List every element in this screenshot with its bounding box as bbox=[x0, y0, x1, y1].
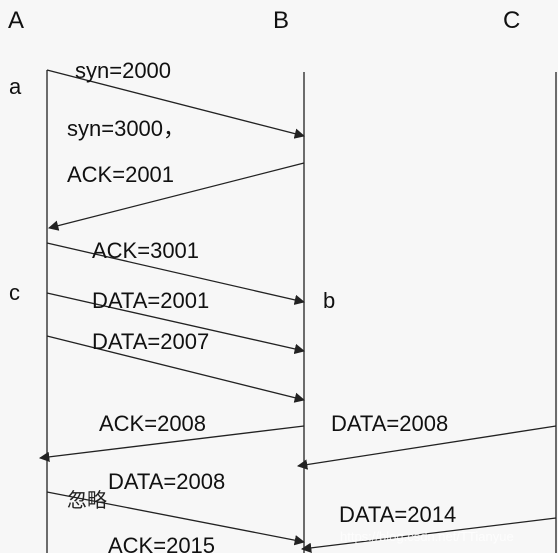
arrow-data-2001 bbox=[46, 292, 306, 355]
label-data-2007: DATA=2007 bbox=[92, 329, 209, 354]
arrow-data-2007 bbox=[46, 335, 306, 403]
host-a-label: A bbox=[8, 7, 24, 34]
arrow-ack-3001 bbox=[46, 242, 306, 305]
arrow-c-data-2014 bbox=[300, 517, 557, 553]
arrow-syn-2000 bbox=[46, 69, 306, 139]
label-data-2001: DATA=2001 bbox=[92, 288, 209, 313]
label-c-data-2008: DATA=2008 bbox=[331, 411, 448, 436]
arrow-ack-2008 bbox=[38, 425, 305, 463]
label-syn-3000: syn=3000， bbox=[67, 116, 185, 141]
label-ack-2008: ACK=2008 bbox=[99, 411, 206, 436]
point-b-label: b bbox=[323, 288, 335, 313]
label-ack-2015: ACK=2015 bbox=[108, 533, 215, 553]
point-c-label: c bbox=[9, 280, 20, 305]
label-c-data-2014: DATA=2014 bbox=[339, 502, 456, 527]
label-ack-3001: ACK=3001 bbox=[92, 238, 199, 263]
label-ack-2001: ACK=2001 bbox=[67, 162, 174, 187]
arrow-syn-3000-ack-2001 bbox=[47, 162, 305, 231]
watermark: https://blog.csdn.net/TTianyue bbox=[340, 529, 514, 544]
label-syn-2000: syn=2000 bbox=[75, 58, 171, 83]
label-data-2008: DATA=2008 bbox=[108, 469, 225, 494]
arrow-data-2008 bbox=[46, 491, 306, 546]
ignore-note: 忽略 bbox=[67, 489, 107, 512]
point-a-label: a bbox=[9, 74, 22, 99]
host-b-label: B bbox=[273, 7, 289, 34]
arrow-c-data-2008 bbox=[296, 425, 557, 470]
host-c-label: C bbox=[503, 7, 520, 34]
